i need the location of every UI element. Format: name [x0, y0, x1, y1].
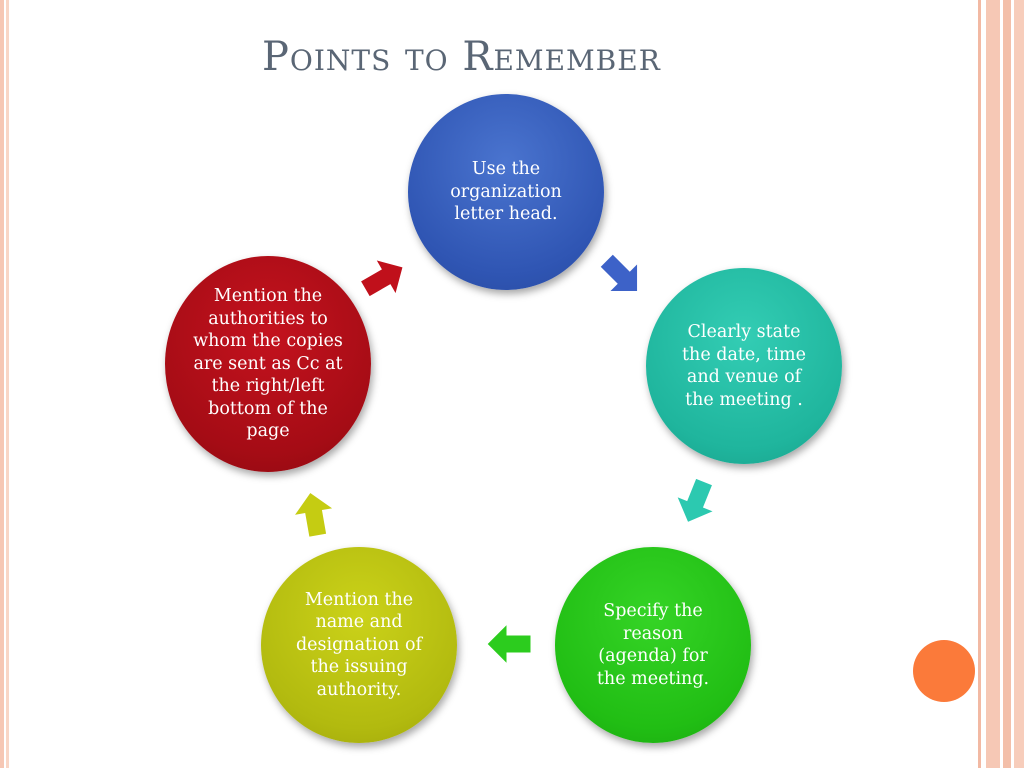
step-text: Use the organization letter head. — [450, 159, 562, 225]
step-circle-copies-cc: Mention the authorities to whom the copi… — [165, 256, 371, 472]
left-border-decoration — [0, 0, 12, 768]
decorative-orange-dot — [913, 640, 975, 702]
arrow-shape — [675, 477, 716, 524]
step-circle-letter-head: Use the organization letter head. — [408, 94, 604, 290]
arrow-icon — [675, 477, 716, 524]
step-text: Mention the authorities to whom the copi… — [193, 286, 343, 442]
arrow-icon — [599, 253, 639, 293]
step-circle-issuing-authority: Mention the name and designation of the … — [261, 547, 457, 743]
step-text: Specify the reason (agenda) for the meet… — [596, 601, 710, 689]
arrow-shape — [486, 622, 532, 666]
step-circle-date-time-venue: Clearly state the date, time and venue o… — [646, 268, 842, 464]
arrow-shape — [599, 253, 639, 293]
arrow-shape — [359, 258, 404, 298]
arrow-icon — [486, 622, 532, 666]
right-border-decoration — [978, 0, 1024, 768]
arrow-icon — [292, 491, 335, 538]
arrow-icon — [359, 258, 404, 298]
step-text: Mention the name and designation of the … — [295, 589, 423, 700]
slide-title: Points to Remember — [262, 34, 661, 80]
step-circle-agenda: Specify the reason (agenda) for the meet… — [555, 547, 751, 743]
step-text: Clearly state the date, time and venue o… — [682, 322, 806, 410]
arrow-shape — [292, 491, 335, 538]
